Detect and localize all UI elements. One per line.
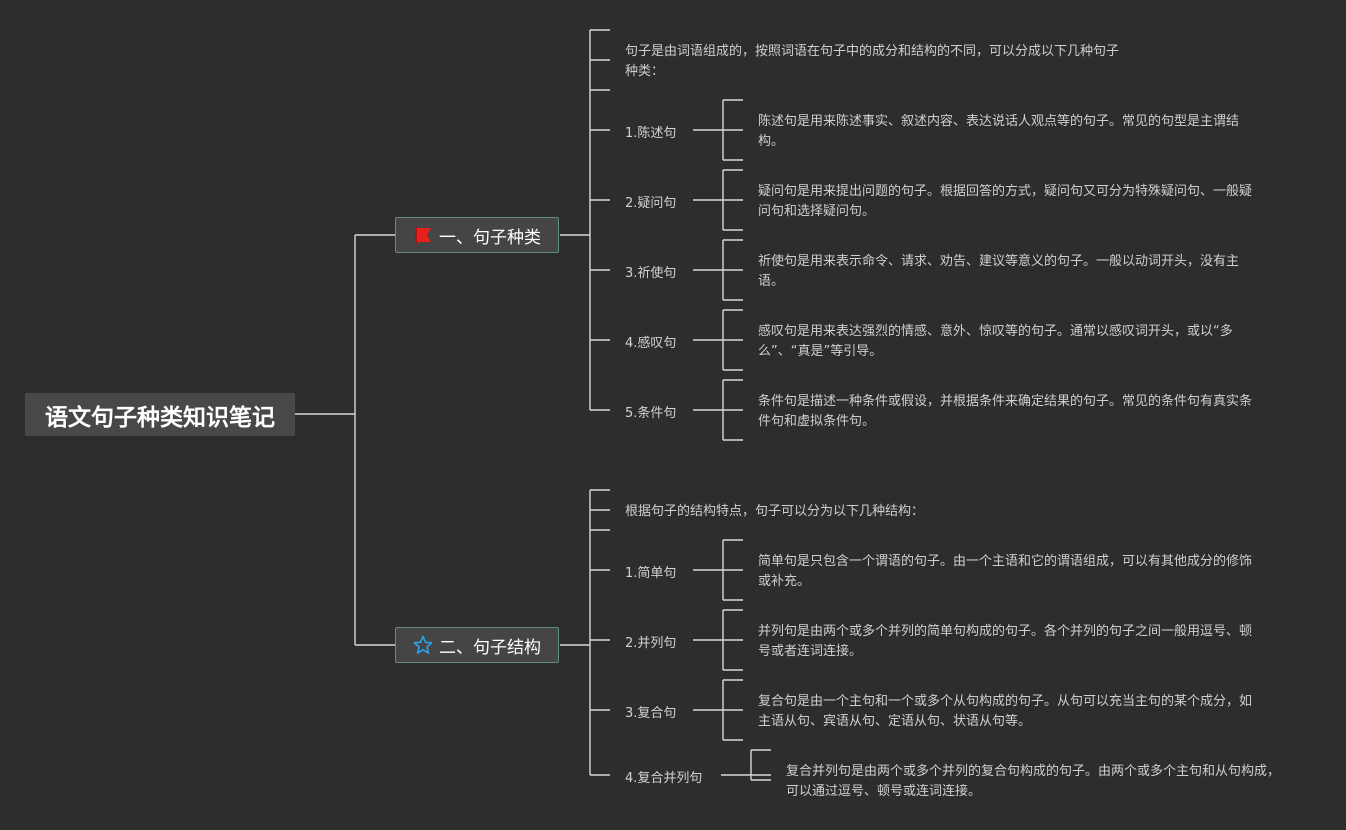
branch-label: 一、句子种类 [439,227,541,248]
topic-conditional[interactable]: 5.条件句 [625,406,677,421]
topic-simple-sentence[interactable]: 1.简单句 [625,566,677,581]
desc-interrogative: 疑问句是用来提出问题的句子。根据回答的方式，疑问句又可分为特殊疑问句、一般疑问句… [758,184,1253,219]
desc-compound-sentence: 并列句是由两个或多个并列的简单句构成的句子。各个并列的句子之间一般用逗号、顿号或… [758,624,1253,659]
red-flag-icon [415,227,431,244]
desc-declarative: 陈述句是用来陈述事实、叙述内容、表达说话人观点等的句子。常见的句型是主谓结构。 [758,114,1240,149]
desc-conditional: 条件句是描述一种条件或假设，并根据条件来确定结果的句子。常见的条件句有真实条件句… [758,394,1253,429]
topic-compound-sentence[interactable]: 2.并列句 [625,636,677,651]
root-topic[interactable]: 语文句子种类知识笔记 [25,393,295,436]
topic-exclamatory[interactable]: 4.感叹句 [625,336,677,351]
topic-imperative[interactable]: 3.祈使句 [625,266,677,281]
branch-label: 二、句子结构 [439,637,541,658]
star-icon [413,635,433,654]
desc-exclamatory: 感叹句是用来表达强烈的情感、意外、惊叹等的句子。通常以感叹词开头，或以“多么”、… [758,324,1233,359]
desc-imperative: 祈使句是用来表示命令、请求、劝告、建议等意义的句子。一般以动词开头，没有主语。 [758,254,1240,289]
topic-declarative[interactable]: 1.陈述句 [625,126,677,141]
intro-text: 根据句子的结构特点，句子可以分为以下几种结构： [625,504,925,519]
intro-text: 句子是由词语组成的，按照词语在句子中的成分和结构的不同，可以分成以下几种句子种类… [625,44,1120,79]
topic-interrogative[interactable]: 2.疑问句 [625,196,677,211]
desc-complex-sentence: 复合句是由一个主句和一个或多个从句构成的句子。从句可以充当主句的某个成分，如主语… [758,694,1253,729]
branch-sentence-structure[interactable]: 二、句子结构 [395,627,559,663]
topic-compound-complex-sentence[interactable]: 4.复合并列句 [625,771,703,786]
topic-complex-sentence[interactable]: 3.复合句 [625,706,677,721]
desc-compound-complex-sentence: 复合并列句是由两个或多个并列的复合句构成的句子。由两个或多个主句和从句构成，可以… [786,764,1281,799]
branch-sentence-types[interactable]: 一、句子种类 [395,217,559,253]
desc-simple-sentence: 简单句是只包含一个谓语的句子。由一个主语和它的谓语组成，可以有其他成分的修饰或补… [758,554,1253,589]
